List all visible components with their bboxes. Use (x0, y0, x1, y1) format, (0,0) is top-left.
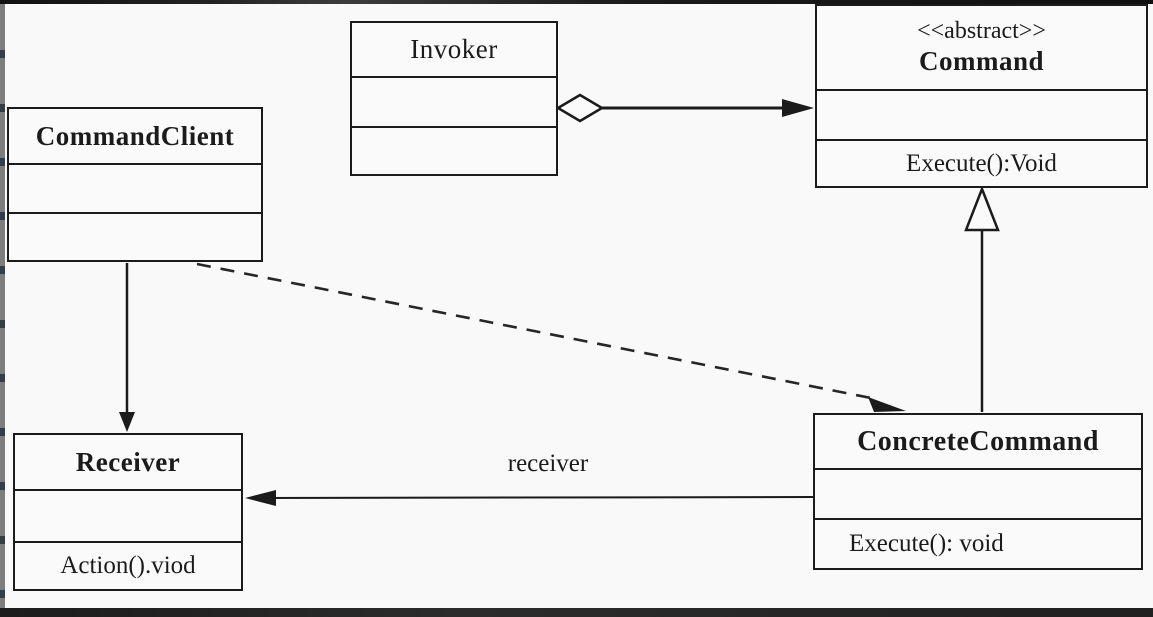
commandclient-attributes-compartment (9, 163, 261, 212)
concretecommand-attributes-compartment (815, 468, 1141, 518)
invoker-attributes-compartment (352, 76, 556, 126)
down-arrowhead (119, 412, 135, 432)
receiver-operation: Action().viod (15, 541, 241, 589)
commandclient-operations-compartment (9, 212, 261, 260)
command-stereotype: <<abstract>> (917, 18, 1046, 45)
uml-class-receiver: Receiver Action().viod (13, 433, 243, 591)
aggregation-invoker-command (555, 93, 814, 123)
uml-class-concretecommand: ConcreteCommand Execute(): void (813, 413, 1143, 570)
invoker-name: Invoker (410, 34, 498, 64)
receiver-name: Receiver (75, 446, 181, 477)
hollow-triangle-arrowhead (964, 185, 1000, 232)
concretecommand-name: ConcreteCommand (857, 425, 1099, 457)
uml-class-commandclient: CommandClient (7, 107, 263, 262)
receiver-association-label: receiver (507, 450, 589, 477)
scan-artifact-bottom-edge (0, 608, 1153, 617)
concretecommand-operation: Execute(): void (815, 518, 1141, 568)
command-name: Command (918, 45, 1044, 76)
arrowhead-into-command (782, 99, 814, 117)
dependency-commandclient-concretecommand (196, 262, 906, 412)
uml-class-command: <<abstract>> Command Execute():Void (815, 4, 1148, 188)
invoker-operations-compartment (352, 126, 556, 174)
command-attributes-compartment (817, 89, 1146, 139)
command-operation: Execute():Void (817, 139, 1146, 186)
association-commandclient-receiver (119, 263, 135, 432)
uml-class-invoker: Invoker (350, 21, 558, 176)
aggregation-diamond (555, 93, 605, 123)
command-header: <<abstract>> Command (817, 6, 1146, 89)
left-arrowhead (245, 490, 276, 506)
dependency-arrowhead (868, 397, 906, 412)
scan-artifact-left-edge (0, 4, 5, 617)
commandclient-name: CommandClient (35, 120, 235, 151)
scan-artifact-top-edge (0, 0, 1153, 4)
association-concretecommand-receiver (245, 490, 814, 506)
receiver-attributes-compartment (15, 489, 241, 541)
generalization-concretecommand-command (964, 185, 1000, 412)
